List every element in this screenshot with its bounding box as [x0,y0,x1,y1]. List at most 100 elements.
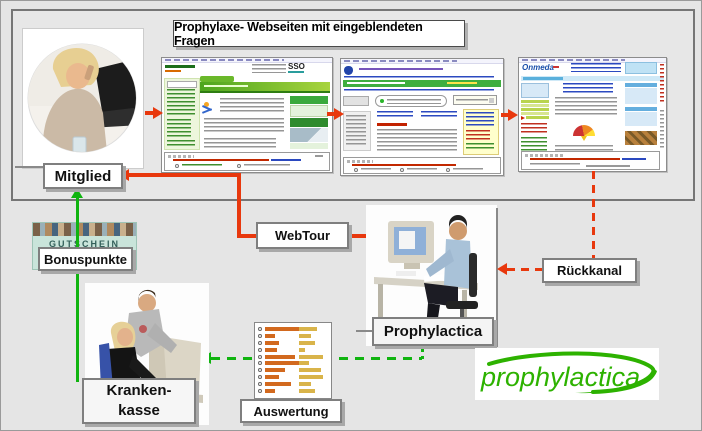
decor [204,102,209,107]
decor: Mitglied [54,167,112,185]
site2-nav-bar [343,80,501,87]
site1-sidebar [164,78,200,150]
decor: Onmeda [522,63,555,72]
site3-onmeda-logo: Onmeda [522,64,554,72]
browser-titlebar [341,59,503,64]
decor [258,354,262,359]
decor [167,89,195,115]
site1-logo [165,65,195,68]
site3-question-bar [521,151,660,170]
prophylactica-label: Prophylactica [372,317,494,346]
decor [555,145,613,151]
decor [521,123,547,133]
prophylactica-brand-logo: prophylactica [475,348,659,400]
decor [449,222,467,240]
decor [660,110,664,150]
decor [453,168,483,171]
diagram-title-text: Prophylaxe- Webseiten mit eingeblendeten… [174,19,423,48]
decor [204,85,248,87]
decor [344,60,458,62]
site2-left-box [343,111,371,151]
decor [252,64,286,73]
decor [265,368,285,373]
decor [573,125,595,136]
decor [344,89,494,92]
decor [299,389,315,394]
decor [257,367,329,374]
decor [466,143,494,151]
decor [175,164,179,168]
decor [625,131,657,145]
decor [521,104,549,107]
decor [237,164,241,168]
decor [377,111,413,119]
decor [622,158,646,160]
site1-sso-text: SSO [288,63,305,71]
decor [173,159,269,161]
decor: Bonuspunkte [43,251,128,267]
decor [489,98,494,103]
decor [265,340,279,345]
decor: Prophylactica [383,323,483,340]
voucher-photo-strip [33,223,136,236]
decor [660,64,664,104]
webtour-arrowhead-to-mitglied-icon [119,169,129,181]
site1-right-column [290,96,330,150]
decor [346,115,366,145]
mitglied-label: Mitglied [43,163,123,189]
webtour-line-vertical [237,173,241,238]
decor [377,129,457,153]
decor [299,361,309,366]
site2-question-bar [343,157,501,174]
green-dashed-stub-from-prophylactica [421,346,424,359]
decor [446,301,478,309]
decor [299,327,317,331]
decor [290,128,328,142]
decor [530,158,620,160]
member-photo [27,43,137,153]
decor [456,99,488,102]
decor [167,119,191,137]
decor [265,375,279,380]
decor [466,130,490,140]
decor [625,88,657,104]
decor [378,284,383,336]
decor [288,71,304,73]
decor: Rückkanal [556,263,623,278]
decor [387,99,441,104]
arrow-site2-to-site3 [501,113,509,117]
decor [125,309,165,357]
decor [42,88,107,152]
bonuspunkte-label: Bonuspunkte [38,247,133,271]
decor [447,82,477,84]
decor [257,347,329,354]
site3-margin-links [660,64,664,164]
decor [426,249,454,277]
decor [404,263,420,269]
decor [521,76,664,81]
decor [299,354,323,359]
site2-right-column [463,109,499,155]
decor [525,154,565,157]
rueckkanal-label: Rückkanal [542,258,637,283]
decor [446,168,450,172]
site3-right-column [625,83,659,167]
decor [315,155,323,157]
decor [257,333,329,340]
webtour-line-stub-left [237,234,257,238]
logo-swoosh-icon: prophylactica [480,351,657,394]
decor [361,168,391,171]
decor [165,59,284,61]
decor [105,347,141,387]
decor [581,136,587,141]
site1-content [201,98,288,150]
site3-menu-arrow-icon [521,116,525,120]
decor [168,155,194,158]
decor [421,111,457,119]
decor [375,95,447,107]
decor [165,70,181,72]
decor [299,340,315,345]
auswertung-chart [254,322,332,399]
decor [396,271,416,276]
arrow-mitglied-to-site1 [145,111,154,115]
